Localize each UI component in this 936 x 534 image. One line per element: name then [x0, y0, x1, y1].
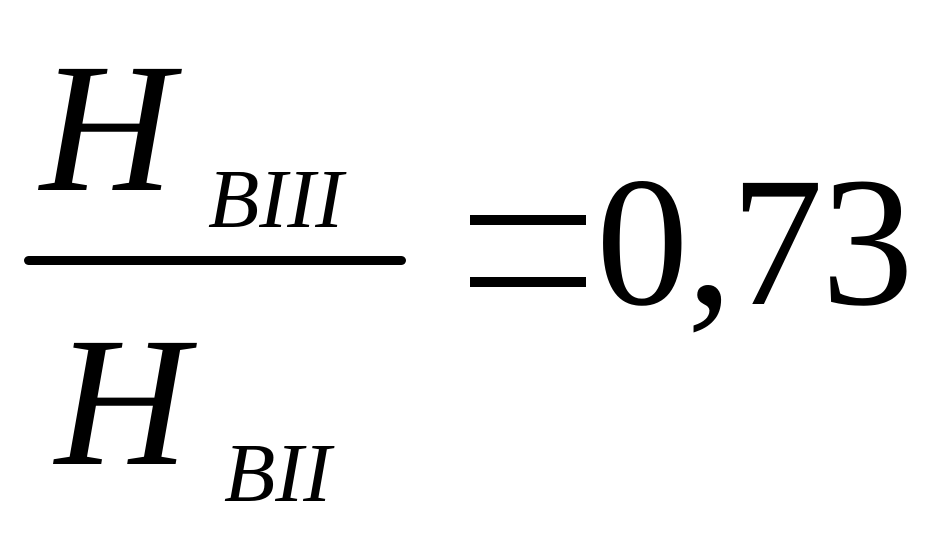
equals-bar-top	[470, 215, 586, 225]
numerator-subscript: BIII	[208, 153, 344, 246]
denominator-symbol: H	[55, 300, 189, 505]
numerator-symbol: H	[40, 26, 174, 231]
denominator-subscript: BII	[224, 427, 332, 520]
equals-sign	[470, 215, 586, 287]
fraction-bar	[24, 256, 406, 265]
equals-bar-bottom	[470, 277, 586, 287]
ratio-value: 0,73	[596, 140, 914, 345]
